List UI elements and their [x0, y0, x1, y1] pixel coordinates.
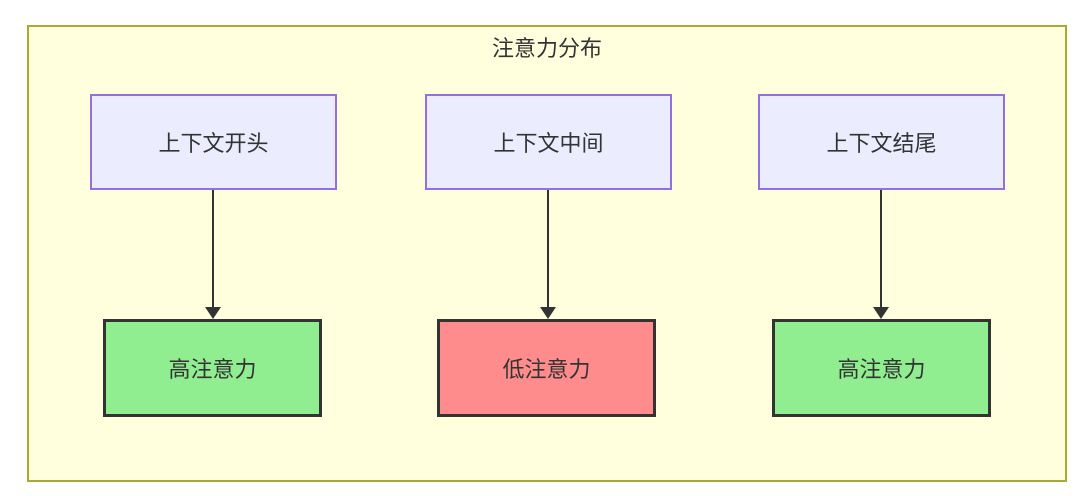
- node-high-attention-right: 高注意力: [772, 319, 991, 417]
- arrow-head-icon: [873, 307, 889, 319]
- arrow-head-icon: [540, 307, 556, 319]
- node-context-end: 上下文结尾: [758, 94, 1005, 190]
- arrow-down: [205, 190, 221, 319]
- node-high-attention-left: 高注意力: [103, 319, 322, 417]
- node-context-middle: 上下文中间: [425, 94, 672, 190]
- arrow-down: [540, 190, 556, 319]
- arrow-line: [880, 190, 882, 308]
- node-low-attention: 低注意力: [437, 319, 656, 417]
- node-context-beginning: 上下文开头: [90, 94, 337, 190]
- arrow-head-icon: [205, 307, 221, 319]
- diagram-title: 注意力分布: [491, 36, 602, 61]
- arrow-line: [212, 190, 214, 308]
- arrow-down: [873, 190, 889, 319]
- arrow-line: [547, 190, 549, 308]
